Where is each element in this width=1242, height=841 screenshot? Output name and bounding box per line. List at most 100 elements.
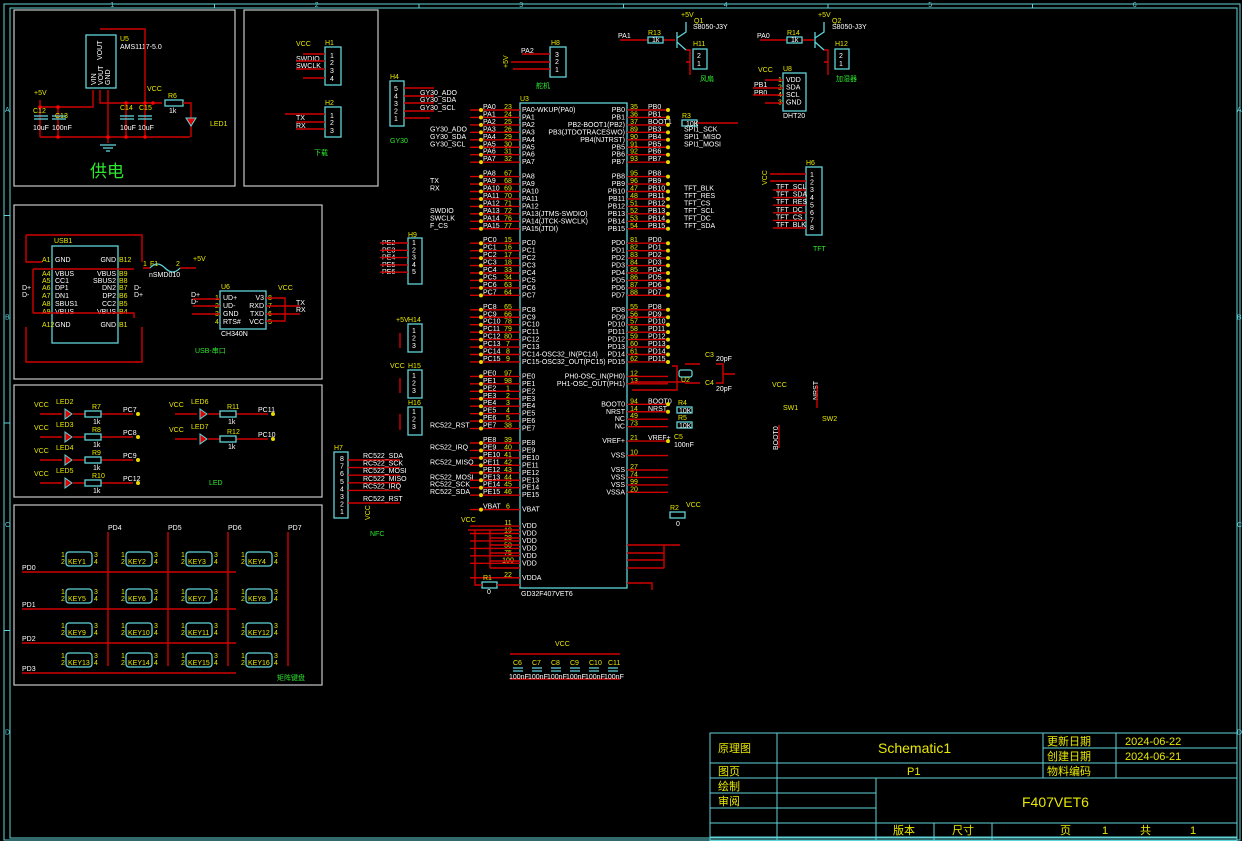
svg-text:H7: H7 xyxy=(334,445,343,452)
mcu-pin-number: 38 xyxy=(504,423,512,430)
mcu-net-alias: TFT_RES xyxy=(684,193,715,200)
svg-text:VCC: VCC xyxy=(147,86,162,93)
mcu-net-label: PE9 xyxy=(483,444,496,451)
mcu-pin-number: 8 xyxy=(506,349,510,356)
tft-pin: 1 xyxy=(810,172,814,179)
u5-part: AMS1117-5.0 xyxy=(120,44,162,51)
mcu-pin-name: PC8 xyxy=(522,307,536,314)
mcu-net-label: PE8 xyxy=(483,437,496,444)
net-port xyxy=(479,470,483,475)
net-port xyxy=(479,345,483,350)
key-pin: 1 xyxy=(121,653,125,660)
key-label: KEY3 xyxy=(188,559,206,566)
nfc-pin: 2 xyxy=(340,502,344,509)
mcu-pin-name: VSS xyxy=(611,482,625,489)
key-pin: 3 xyxy=(214,589,218,596)
keypad-col-net: PD4 xyxy=(108,525,122,532)
mcu-pin-name: PE2 xyxy=(522,388,535,395)
svg-text:C12: C12 xyxy=(33,108,46,115)
mcu-net-label: PE5 xyxy=(483,408,496,415)
mcu-pin-number: 98 xyxy=(504,378,512,385)
mcu-pin-number: 47 xyxy=(630,186,638,193)
mcu-pin-number: 17 xyxy=(504,252,512,259)
net-port xyxy=(666,160,670,165)
usb-pin-number: B12 xyxy=(119,257,132,264)
tft-net-label: TFT_CS xyxy=(776,214,803,221)
capacitor-icon xyxy=(551,667,561,672)
svg-text:SW2: SW2 xyxy=(822,416,837,423)
tft-pin: 6 xyxy=(810,210,814,217)
usb-pin-number: A1 xyxy=(42,257,51,264)
mcu-net-label: PA3 xyxy=(483,126,496,133)
net-port xyxy=(479,145,483,150)
mcu-pin-number: 48 xyxy=(630,193,638,200)
tb-total: 1 xyxy=(1190,825,1196,837)
mcu-pin-name: PC7 xyxy=(522,292,536,299)
mcu-net-label: PA9 xyxy=(483,178,496,185)
led-ref: LED2 xyxy=(56,399,74,406)
key-switch-icon xyxy=(245,551,273,567)
mcu-pin-name: PD10 xyxy=(607,322,625,329)
gy30-pin: 4 xyxy=(394,94,398,101)
capacitor-icon xyxy=(570,667,580,672)
key-pin: 2 xyxy=(121,596,125,603)
mcu-pin-name: PA1 xyxy=(522,114,535,121)
mcu-pin-name: PD11 xyxy=(608,329,625,336)
mcu-pin-number: 46 xyxy=(504,489,512,496)
mcu-pin-number: 64 xyxy=(504,289,512,296)
mcu-pin-number: 85 xyxy=(630,267,638,274)
svg-text:C15: C15 xyxy=(139,105,152,112)
mcu-pin-name: PE12 xyxy=(522,470,539,477)
mcu-net-label: BOOT1 xyxy=(648,119,672,126)
mcu-pin-number: 59 xyxy=(630,334,638,341)
mcu-net-label: PC15 xyxy=(483,356,501,363)
net-port xyxy=(479,293,483,298)
led-net-label: PC7 xyxy=(123,407,137,414)
mcu-pin-name: PB15 xyxy=(608,226,625,233)
svg-text:TX: TX xyxy=(296,300,305,307)
svg-text:R3: R3 xyxy=(682,113,691,120)
svg-text:+5V: +5V xyxy=(193,256,206,263)
mcu-net-label: PA2 xyxy=(483,119,496,126)
mcu-pin-number: 53 xyxy=(630,215,638,222)
usb-pin-name: GND xyxy=(55,257,71,264)
mcu-pin-number: 7 xyxy=(506,341,510,348)
mcu-pin-name: PA15(JTDI) xyxy=(522,226,558,233)
svg-text:H12: H12 xyxy=(835,41,848,48)
mcu-pin-name: PE7 xyxy=(522,426,535,433)
mcu-pin-number: 83 xyxy=(630,252,638,259)
mcu-pin-name: PE9 xyxy=(522,447,535,454)
usb-pin-name: DP1 xyxy=(55,285,69,292)
svg-text:绘制: 绘制 xyxy=(718,779,740,793)
mcu-pin-number: 10 xyxy=(630,450,638,457)
key-label: KEY11 xyxy=(188,630,209,637)
nfc-net-label: RC522_SCK xyxy=(363,461,403,468)
svg-text:VOUT: VOUT xyxy=(97,40,104,60)
net-port xyxy=(479,271,483,275)
net-port xyxy=(666,137,670,142)
power-section-box xyxy=(13,9,236,187)
mcu-pin-number: 87 xyxy=(630,282,638,289)
keypad-row-net: PD1 xyxy=(22,602,36,609)
resistor-ref: R11 xyxy=(227,404,239,411)
mcu-pin-number: 34 xyxy=(504,274,512,281)
mcu-net-label: PD4 xyxy=(648,267,662,274)
mcu-net-label: PD15 xyxy=(648,356,666,363)
key-pin: 3 xyxy=(154,589,158,596)
net-port xyxy=(479,337,483,342)
svg-text:D-: D- xyxy=(191,299,199,306)
frame-row-label: A xyxy=(5,107,10,114)
svg-text:H8: H8 xyxy=(551,40,560,47)
mcu-pin-name: VDD xyxy=(522,538,537,545)
led-net-label: PC9 xyxy=(123,453,137,460)
mcu-pin-number: 63 xyxy=(504,282,512,289)
frame-column-label: 2 xyxy=(315,2,319,9)
key-pin: 4 xyxy=(94,559,98,566)
mcu-net-alias: TFT_CS xyxy=(684,200,711,207)
